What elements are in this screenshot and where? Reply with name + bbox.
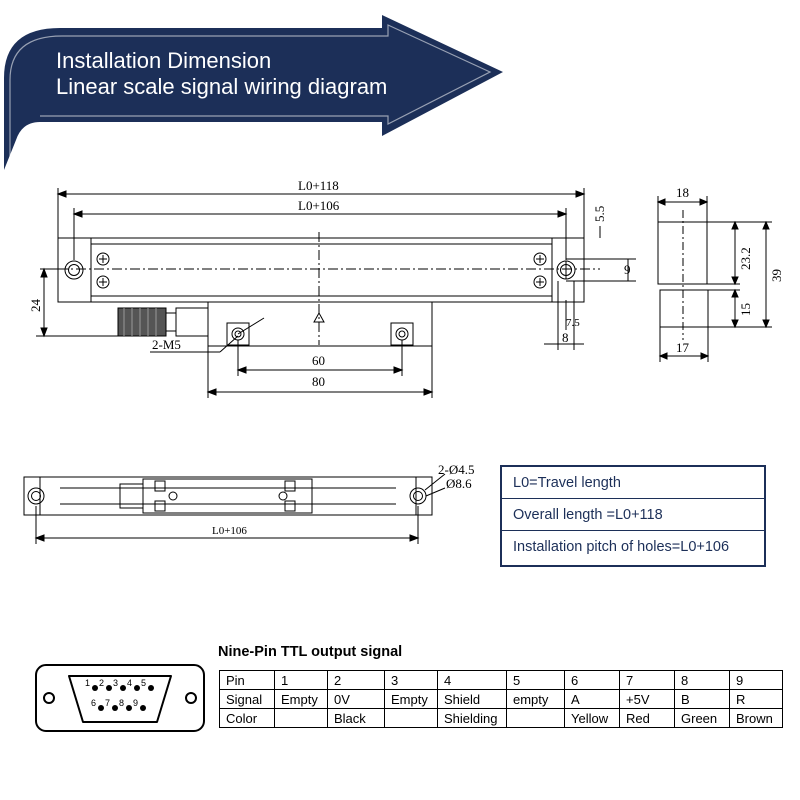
- connector-pin-3: 3: [113, 678, 118, 688]
- table-cell: 5: [506, 670, 565, 690]
- connector-pin-5: 5: [141, 678, 146, 688]
- dim-24: 24: [28, 299, 43, 313]
- connector-pin-7: 7: [105, 698, 110, 708]
- table-cell: [274, 708, 328, 728]
- dim-8: 8: [562, 330, 569, 345]
- pin-signal-table: Pin 1 2 3 4 5 6 7 8 9 Signal Empty 0V Em…: [219, 670, 783, 728]
- dim-2-m5: 2-M5: [152, 337, 181, 352]
- dim-80: 80: [312, 374, 325, 389]
- table-row-pin: Pin 1 2 3 4 5 6 7 8 9: [219, 670, 783, 690]
- right-mount-slot: [556, 258, 620, 282]
- table-cell: Shield: [437, 689, 507, 709]
- connector-pin-8: 8: [119, 698, 124, 708]
- dim-5-5: 5.5: [592, 206, 607, 222]
- dim-hole-4-5: 2-Ø4.5: [438, 462, 474, 477]
- db9-connector-icon: 1 2 3 4 5 6 7 8 9: [35, 664, 205, 732]
- table-cell: 1: [274, 670, 328, 690]
- table-cell: Yellow: [564, 708, 620, 728]
- connector-pin-4: 4: [127, 678, 132, 688]
- table-cell: Empty: [274, 689, 328, 709]
- dim-18: 18: [676, 185, 689, 200]
- head-holes: [226, 322, 414, 346]
- dim-7-5: 7.5: [566, 317, 580, 329]
- legend-overall-length: Overall length =L0+118: [502, 499, 764, 531]
- connector-pin-9: 9: [133, 698, 138, 708]
- side-view: [656, 196, 772, 362]
- table-cell: 3: [384, 670, 438, 690]
- banner-title-line2: Linear scale signal wiring diagram: [56, 74, 388, 99]
- reading-head: [166, 301, 433, 347]
- table-cell: 8: [674, 670, 730, 690]
- title-banner-arrow: [4, 15, 503, 170]
- bottom-view: [23, 473, 446, 544]
- table-cell: R: [729, 689, 783, 709]
- right-screws: [533, 252, 547, 289]
- left-screws: [96, 252, 110, 289]
- table-cell: 7: [619, 670, 675, 690]
- table-cell: 6: [564, 670, 620, 690]
- dim-23-2: 23.2: [738, 247, 753, 270]
- dim-bottom-l0-106: L0+106: [212, 525, 247, 537]
- table-cell: A: [564, 689, 620, 709]
- dim-l0-106: L0+106: [298, 198, 340, 213]
- dim-l0-118: L0+118: [298, 178, 339, 193]
- table-cell: [384, 708, 438, 728]
- table-cell: Empty: [384, 689, 438, 709]
- table-cell: 4: [437, 670, 507, 690]
- dim-15: 15: [738, 303, 753, 316]
- connector-pin-2: 2: [99, 678, 104, 688]
- cable-spring: [117, 307, 167, 337]
- table-row-signal: Signal Empty 0V Empty Shield empty A +5V…: [219, 689, 783, 709]
- connector-pin-1: 1: [85, 678, 90, 688]
- table-cell: Brown: [729, 708, 783, 728]
- table-cell: Black: [327, 708, 385, 728]
- table-cell: Signal: [219, 689, 275, 709]
- dim-60: 60: [312, 353, 325, 368]
- left-mount-hole: [64, 260, 84, 280]
- table-cell: empty: [506, 689, 565, 709]
- connector-pin-6: 6: [91, 698, 96, 708]
- table-cell: B: [674, 689, 730, 709]
- table-cell: 0V: [327, 689, 385, 709]
- legend-hole-pitch: Installation pitch of holes=L0+106: [513, 539, 730, 555]
- rail-outline: [57, 237, 585, 303]
- legend-box: L0=Travel length Overall length =L0+118 …: [500, 465, 766, 567]
- table-cell: Shielding: [437, 708, 507, 728]
- table-cell: 9: [729, 670, 783, 690]
- banner-title-line1: Installation Dimension: [56, 48, 272, 73]
- connector-title: Nine-Pin TTL output signal: [218, 644, 403, 660]
- table-cell: Green: [674, 708, 730, 728]
- table-cell: 2: [327, 670, 385, 690]
- dim-9: 9: [624, 262, 631, 277]
- dim-hole-8-6: Ø8.6: [446, 476, 472, 491]
- table-cell: [506, 708, 565, 728]
- table-cell: Color: [219, 708, 275, 728]
- table-cell: Pin: [219, 670, 275, 690]
- table-cell: Red: [619, 708, 675, 728]
- dim-17: 17: [676, 340, 690, 355]
- table-cell: +5V: [619, 689, 675, 709]
- legend-travel-length: L0=Travel length: [502, 467, 764, 499]
- table-row-color: Color Black Shielding Yellow Red Green B…: [219, 708, 783, 728]
- dim-39: 39: [769, 269, 784, 282]
